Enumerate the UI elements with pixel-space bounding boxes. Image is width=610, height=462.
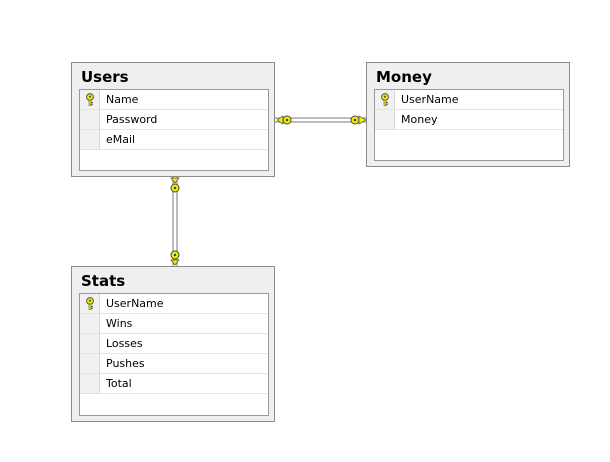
column-name: UserName [401, 93, 459, 106]
relationship-users-money[interactable] [275, 115, 367, 125]
column-row[interactable]: Money [375, 110, 563, 130]
column-row[interactable]: Total [80, 374, 268, 394]
row-selector[interactable] [80, 90, 100, 109]
column-name: Total [106, 377, 132, 390]
row-selector[interactable] [80, 334, 100, 353]
empty-row[interactable] [80, 394, 268, 414]
table-title: Money [376, 68, 432, 86]
column-row[interactable]: Name [80, 90, 268, 110]
key-end-icon [170, 250, 180, 266]
column-row[interactable]: eMail [80, 130, 268, 150]
key-end-icon [350, 115, 367, 125]
column-name: UserName [106, 297, 164, 310]
row-selector[interactable] [80, 354, 100, 373]
relationship-users-stats[interactable] [170, 177, 180, 266]
key-end-icon [276, 115, 292, 125]
row-selector[interactable] [80, 294, 100, 313]
column-name: Password [106, 113, 158, 126]
row-selector[interactable] [375, 90, 395, 109]
row-selector[interactable] [80, 374, 100, 393]
empty-row[interactable] [80, 150, 268, 170]
column-row[interactable]: Password [80, 110, 268, 130]
row-selector[interactable] [80, 130, 100, 149]
column-name: Losses [106, 337, 143, 350]
column-name: Wins [106, 317, 133, 330]
empty-row[interactable] [375, 130, 563, 150]
column-name: Pushes [106, 357, 145, 370]
row-selector[interactable] [375, 110, 395, 129]
row-selector[interactable] [80, 110, 100, 129]
column-row[interactable]: Losses [80, 334, 268, 354]
row-selector[interactable] [80, 314, 100, 333]
column-name: Name [106, 93, 139, 106]
table-title: Stats [81, 272, 126, 290]
column-row[interactable]: Wins [80, 314, 268, 334]
key-end-icon [170, 177, 180, 193]
table-title: Users [81, 68, 129, 86]
column-name: Money [401, 113, 438, 126]
column-row[interactable]: UserName [80, 294, 268, 314]
column-row[interactable]: Pushes [80, 354, 268, 374]
column-name: eMail [106, 133, 136, 146]
column-row[interactable]: UserName [375, 90, 563, 110]
